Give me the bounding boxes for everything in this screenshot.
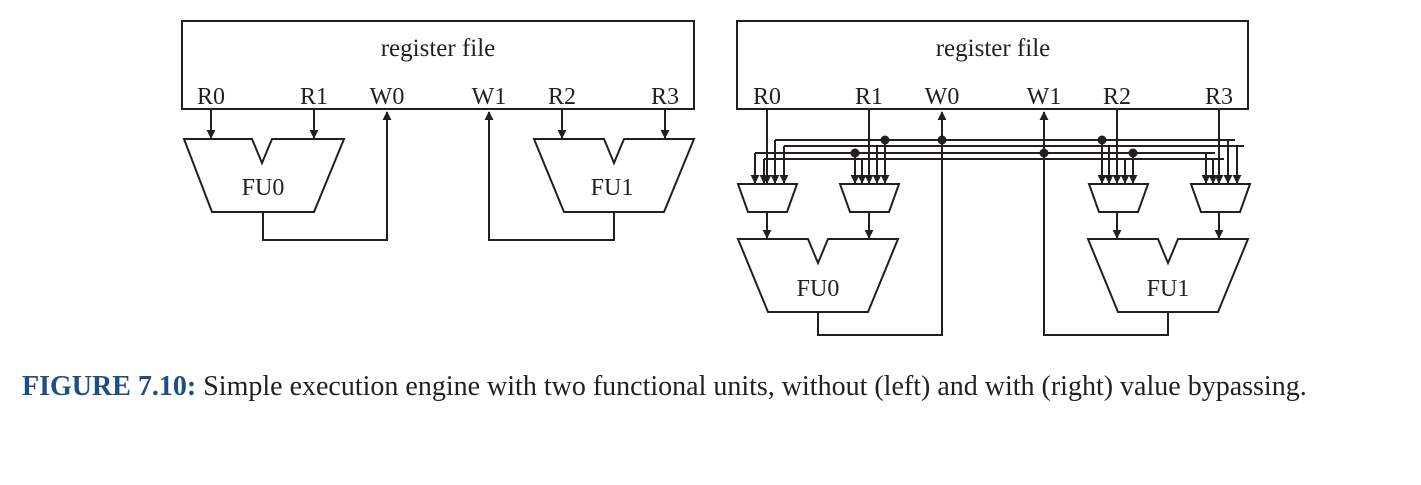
right-port-r0: R0	[753, 84, 781, 110]
junction-dot	[1097, 135, 1107, 145]
left-fu0-alu	[182, 138, 346, 213]
right-fu1-label: FU1	[1147, 276, 1190, 302]
mux-1	[736, 183, 799, 213]
bypass-figure: register file R0 R1 W0 W1 R2 R3 FU0 FU1 …	[181, 20, 1252, 336]
left-fu0-label: FU0	[242, 175, 285, 201]
right-port-w0: W0	[925, 84, 960, 110]
mux-2	[838, 183, 901, 213]
right-port-r2: R2	[1103, 84, 1131, 110]
right-fu1-writeback	[1039, 111, 1169, 336]
left-fu1-writeback	[484, 111, 615, 241]
left-port-r2: R2	[548, 84, 576, 110]
figure-caption-label: FIGURE 7.10:	[22, 371, 197, 402]
right-fu0-writeback	[817, 111, 947, 336]
figure-caption: FIGURE 7.10: Simple execution engine wit…	[22, 364, 1407, 409]
left-diagram: register file R0 R1 W0 W1 R2 R3 FU0 FU1	[181, 20, 696, 241]
left-port-w0: W0	[370, 84, 405, 110]
left-register-file	[181, 20, 695, 110]
right-diagram: register file R0 R1 W0 W1 R2 R3	[736, 20, 1252, 336]
left-fu1-label: FU1	[591, 175, 634, 201]
junction-dot	[1128, 148, 1138, 158]
left-fu0-writeback	[262, 111, 392, 241]
left-port-r0: R0	[197, 84, 225, 110]
right-fu1-alu	[1086, 238, 1250, 313]
right-fu0-alu	[736, 238, 900, 313]
junction-dot	[1039, 148, 1049, 158]
right-port-r3: R3	[1205, 84, 1233, 110]
right-port-w1: W1	[1027, 84, 1062, 110]
left-port-w1: W1	[472, 84, 507, 110]
left-port-r1: R1	[300, 84, 328, 110]
right-register-file-label: register file	[936, 35, 1051, 62]
figure-caption-text: Simple execution engine with two functio…	[203, 371, 1307, 402]
left-fu1-alu	[532, 138, 696, 213]
junction-dot	[880, 135, 890, 145]
left-port-r3: R3	[651, 84, 679, 110]
mux-4	[1189, 183, 1252, 213]
junction-dot	[937, 135, 947, 145]
right-fu0-label: FU0	[797, 276, 840, 302]
right-register-file	[736, 20, 1249, 110]
right-port-r1: R1	[855, 84, 883, 110]
mux-3	[1087, 183, 1150, 213]
junction-dot	[850, 148, 860, 158]
left-register-file-label: register file	[381, 35, 496, 62]
